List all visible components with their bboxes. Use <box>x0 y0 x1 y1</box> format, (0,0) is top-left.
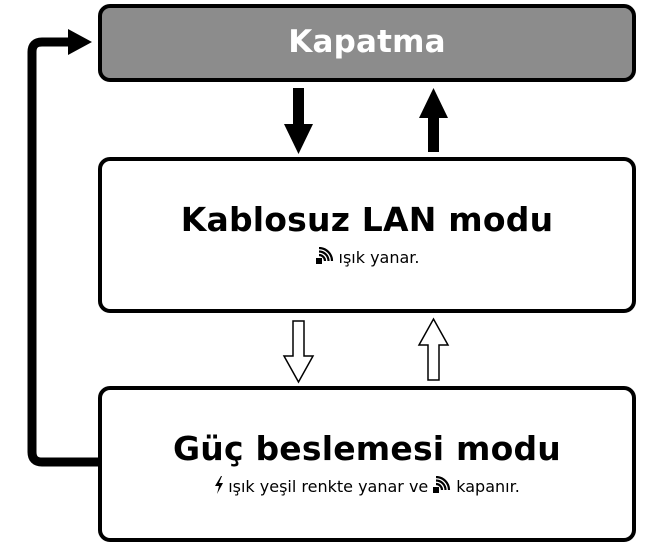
node-wireless-lan-desc-text: ışık yanar. <box>338 248 420 268</box>
node-power-supply: Güç beslemesi modu ışık yeşil renkte yan… <box>98 386 636 542</box>
wireless-signal-icon <box>432 475 452 498</box>
arrow-wireless-to-power <box>282 320 315 384</box>
arrow-power-to-wireless <box>417 317 450 381</box>
loop-arrowhead <box>68 29 92 55</box>
node-power-supply-desc-text-2: kapanır. <box>456 477 520 497</box>
node-power-supply-desc-text-1: ışık yeşil renkte yanar ve <box>228 477 429 497</box>
loop-arrow-power-to-off <box>27 37 98 467</box>
node-off: Kapatma <box>98 4 636 82</box>
node-off-title: Kapatma <box>288 24 446 61</box>
node-power-supply-desc: ışık yeşil renkte yanar ve kapanır. <box>214 475 520 498</box>
wireless-signal-icon <box>315 246 335 269</box>
node-wireless-lan-title: Kablosuz LAN modu <box>180 200 554 240</box>
arrow-off-to-wireless <box>284 88 313 154</box>
node-power-supply-title: Güç beslemesi modu <box>173 429 561 469</box>
lightning-bolt-icon <box>214 475 224 498</box>
arrow-wireless-to-off <box>419 88 448 152</box>
node-wireless-lan: Kablosuz LAN modu ışık yanar. <box>98 157 636 313</box>
node-wireless-lan-desc: ışık yanar. <box>315 246 420 269</box>
